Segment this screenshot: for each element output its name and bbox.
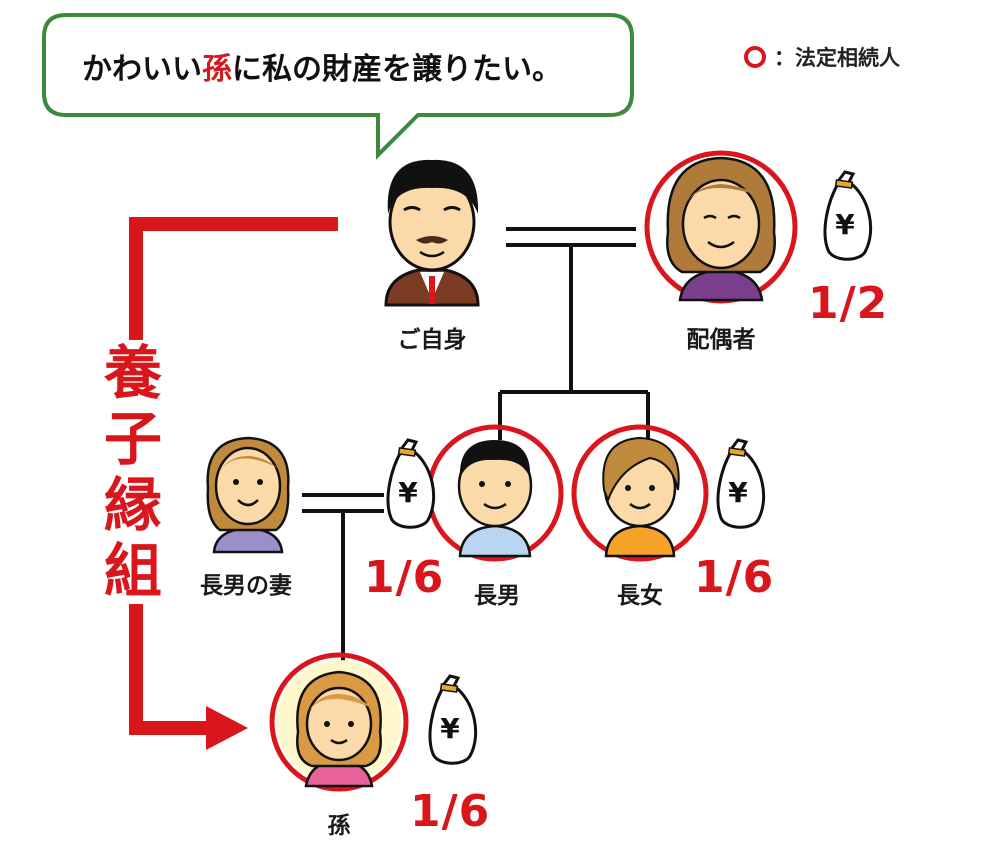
speech-bubble bbox=[42, 13, 634, 160]
daughter-share: 1/6 bbox=[694, 552, 775, 603]
heir-ring-icon bbox=[744, 46, 766, 68]
spouse-share: 1/2 bbox=[808, 278, 889, 329]
daughter-name: 長女 bbox=[617, 583, 663, 609]
grandchild-avatar bbox=[277, 660, 401, 788]
family-lines bbox=[302, 227, 650, 668]
adoption-label: 養 子 縁 組 bbox=[98, 340, 168, 604]
speech-text: かわいい孫に私の財産を譲りたい。 bbox=[82, 52, 562, 87]
speech-highlight: 孫 bbox=[202, 52, 232, 87]
spouse-name: 配偶者 bbox=[686, 327, 756, 353]
son-avatar bbox=[457, 440, 533, 558]
son-name: 長男 bbox=[474, 583, 520, 609]
money-bag-icon bbox=[386, 438, 436, 529]
legend-text: ：法定相続人 bbox=[774, 46, 900, 70]
son-share: 1/6 bbox=[364, 552, 445, 603]
son-wife-name: 長男の妻 bbox=[200, 573, 292, 599]
daughter-avatar bbox=[602, 436, 680, 558]
money-bag-icon bbox=[428, 674, 478, 765]
spouse-avatar bbox=[666, 156, 776, 302]
heir-rings bbox=[269, 150, 798, 792]
grandchild-share: 1/6 bbox=[410, 786, 491, 837]
son-wife-avatar bbox=[206, 436, 290, 554]
grandchild-name: 孫 bbox=[327, 813, 351, 839]
money-bag-icon bbox=[716, 438, 766, 529]
legend: ：法定相続人 bbox=[744, 42, 900, 72]
self-avatar bbox=[384, 159, 480, 307]
self-name: ご自身 bbox=[397, 327, 467, 353]
money-bag-icon bbox=[823, 170, 873, 261]
